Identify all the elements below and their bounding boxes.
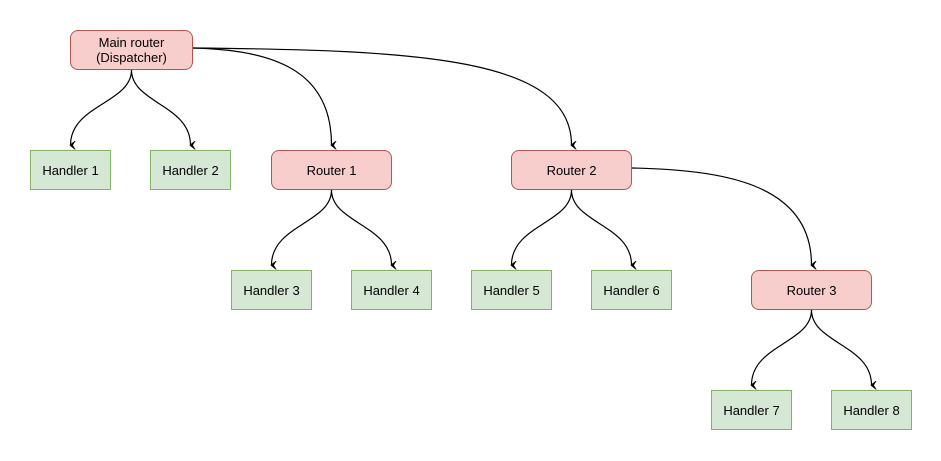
node-router3[interactable]: Router 3 — [751, 270, 872, 310]
node-handler5[interactable]: Handler 5 — [471, 270, 552, 310]
node-label-router3: Router 3 — [786, 282, 837, 298]
node-label-handler6: Handler 6 — [603, 282, 660, 298]
node-main[interactable]: Main router (Dispatcher) — [70, 30, 193, 70]
node-label-handler8: Handler 8 — [843, 402, 900, 418]
edge-router3-to-handler7 — [752, 309, 813, 385]
edge-main-to-router1 — [192, 47, 332, 145]
node-label-router1: Router 1 — [306, 162, 357, 178]
edge-main-to-router2 — [192, 47, 572, 145]
node-label-handler5: Handler 5 — [483, 282, 540, 298]
node-label-handler3: Handler 3 — [243, 282, 300, 298]
node-label-handler1: Handler 1 — [42, 162, 99, 178]
node-handler4[interactable]: Handler 4 — [351, 270, 432, 310]
edge-router2-to-router3 — [631, 167, 812, 265]
edge-main-to-handler1 — [71, 69, 133, 145]
node-handler8[interactable]: Handler 8 — [831, 390, 912, 430]
node-label-handler7: Handler 7 — [723, 402, 780, 418]
edge-router2-to-handler6 — [570, 189, 632, 265]
edge-router1-to-handler4 — [330, 189, 392, 265]
node-handler3[interactable]: Handler 3 — [231, 270, 312, 310]
node-handler6[interactable]: Handler 6 — [591, 270, 672, 310]
node-router2[interactable]: Router 2 — [511, 150, 632, 190]
node-label-handler4: Handler 4 — [363, 282, 420, 298]
node-handler7[interactable]: Handler 7 — [711, 390, 792, 430]
edge-router1-to-handler3 — [272, 189, 333, 265]
node-label-router2: Router 2 — [546, 162, 597, 178]
node-label-handler2: Handler 2 — [162, 162, 219, 178]
edge-router3-to-handler8 — [810, 309, 872, 385]
node-router1[interactable]: Router 1 — [271, 150, 392, 190]
node-label-main: Main router (Dispatcher) — [96, 35, 167, 65]
edge-router2-to-handler5 — [512, 189, 573, 265]
node-handler1[interactable]: Handler 1 — [30, 150, 111, 190]
node-handler2[interactable]: Handler 2 — [150, 150, 231, 190]
edge-main-to-handler2 — [130, 69, 191, 145]
